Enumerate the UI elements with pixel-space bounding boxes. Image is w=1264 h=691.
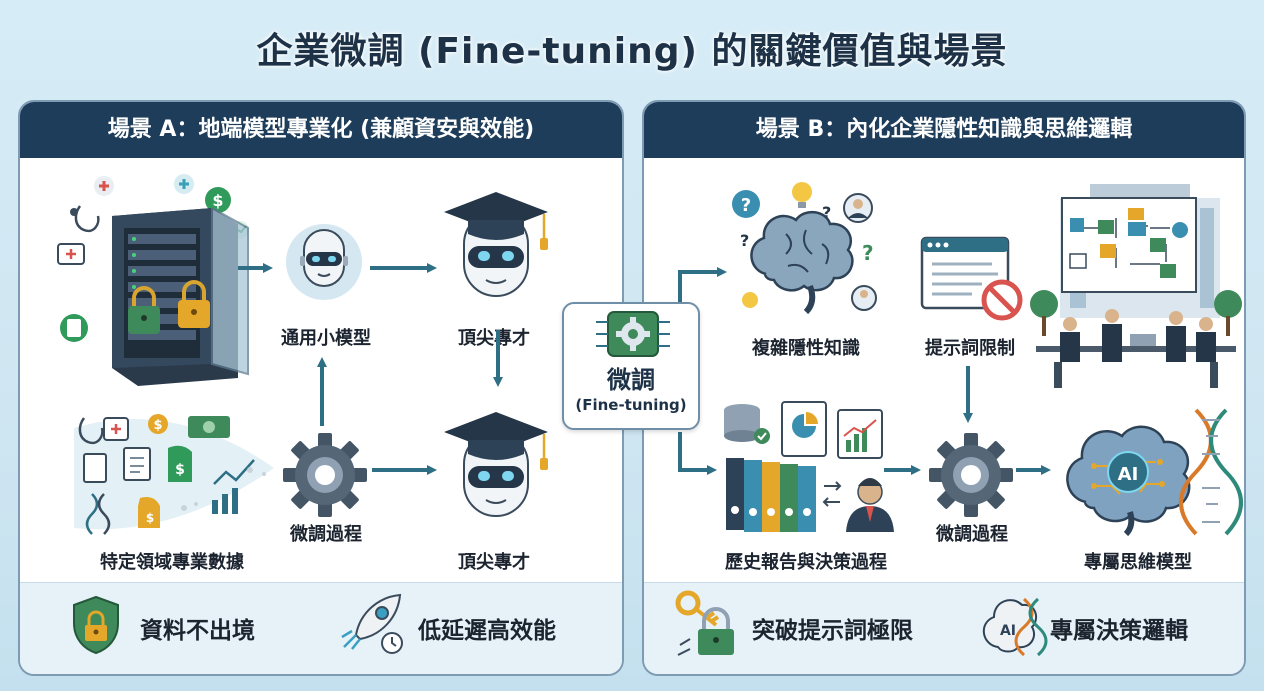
page-title: 企業微調 (Fine-tuning) 的關鍵價值與場景 bbox=[256, 31, 1008, 72]
businessman-icon bbox=[846, 478, 894, 532]
svg-text:$: $ bbox=[175, 462, 185, 478]
browser-window-icon bbox=[920, 236, 1023, 321]
arrow-center-to-brain bbox=[678, 267, 727, 302]
chip-gear-icon bbox=[596, 311, 670, 357]
scenario-a-header: 場景 A：地端模型專業化 (兼顧資安與效能) bbox=[20, 102, 622, 158]
svg-text:AI: AI bbox=[1000, 623, 1016, 639]
gear-icon bbox=[929, 433, 1013, 517]
thinking-model-label: 專屬思維模型 bbox=[1084, 552, 1192, 573]
center-title: 微調 bbox=[607, 366, 655, 394]
graduation-cap-icon bbox=[444, 192, 548, 297]
expert-bottom-label: 頂尖專才 bbox=[458, 552, 530, 573]
fine-tune-process-label-b: 微調過程 bbox=[936, 524, 1008, 545]
svg-text:?: ? bbox=[740, 231, 749, 250]
center-subtitle: (Fine-tuning) bbox=[575, 396, 687, 414]
domain-data-icon: $ $ $ bbox=[74, 414, 274, 535]
brain-icon: ? ? ? ? bbox=[732, 182, 877, 315]
scenario-b-benefits: 突破提示詞極限 AI 專屬決策邏輯 bbox=[644, 582, 1244, 674]
dna-icon bbox=[1179, 408, 1243, 536]
ai-dna-icon: AI bbox=[983, 597, 1048, 657]
prompt-limit-label: 提示詞限制 bbox=[925, 338, 1015, 359]
svg-text:$: $ bbox=[212, 191, 223, 210]
lock-icon bbox=[128, 280, 210, 334]
rocket-icon bbox=[341, 593, 403, 654]
benefit-decision-logic: 專屬決策邏輯 bbox=[1050, 618, 1188, 644]
general-model-label: 通用小模型 bbox=[281, 328, 371, 349]
scenario-b-panel: 場景 B：內化企業隱性知識與思維邏輯 ? ? ? ? 複雜隱性知識 提示詞限制 bbox=[642, 100, 1246, 676]
benefit-data-stays: 資料不出境 bbox=[140, 618, 255, 644]
key-icon bbox=[675, 590, 734, 656]
scenario-b-header: 場景 B：內化企業隱性知識與思維邏輯 bbox=[644, 102, 1244, 158]
history-label: 歷史報告與決策過程 bbox=[725, 552, 887, 573]
gear-icon bbox=[283, 433, 367, 517]
prohibited-icon bbox=[981, 279, 1023, 321]
svg-text:$: $ bbox=[153, 418, 162, 433]
tacit-knowledge-label: 複雜隱性知識 bbox=[752, 338, 860, 359]
benefit-break-prompt-limit: 突破提示詞極限 bbox=[752, 618, 913, 644]
binders-icon bbox=[724, 401, 894, 532]
fine-tuning-center-box: 微調 (Fine-tuning) bbox=[562, 302, 700, 430]
fine-tune-process-label-a: 微調過程 bbox=[290, 524, 362, 545]
robot-icon bbox=[286, 224, 362, 300]
shield-lock-icon bbox=[73, 595, 119, 655]
svg-text:?: ? bbox=[822, 203, 831, 222]
svg-text:?: ? bbox=[741, 195, 751, 216]
benefit-low-latency: 低延遲高效能 bbox=[418, 618, 556, 644]
domain-data-label: 特定領域專業數據 bbox=[100, 552, 244, 573]
graduation-cap-icon bbox=[444, 412, 548, 517]
scenario-a-benefits: 資料不出境 低延遲高效能 bbox=[20, 582, 622, 674]
expert-top-label: 頂尖專才 bbox=[458, 328, 530, 349]
arrow-center-to-history bbox=[678, 432, 717, 475]
office-meeting-icon bbox=[1030, 184, 1242, 388]
svg-text:?: ? bbox=[862, 241, 874, 265]
server-rack-icon: $ bbox=[57, 174, 249, 386]
ai-brain-icon: AI bbox=[1066, 408, 1243, 537]
svg-text:AI: AI bbox=[1118, 464, 1139, 485]
svg-text:$: $ bbox=[146, 511, 154, 525]
